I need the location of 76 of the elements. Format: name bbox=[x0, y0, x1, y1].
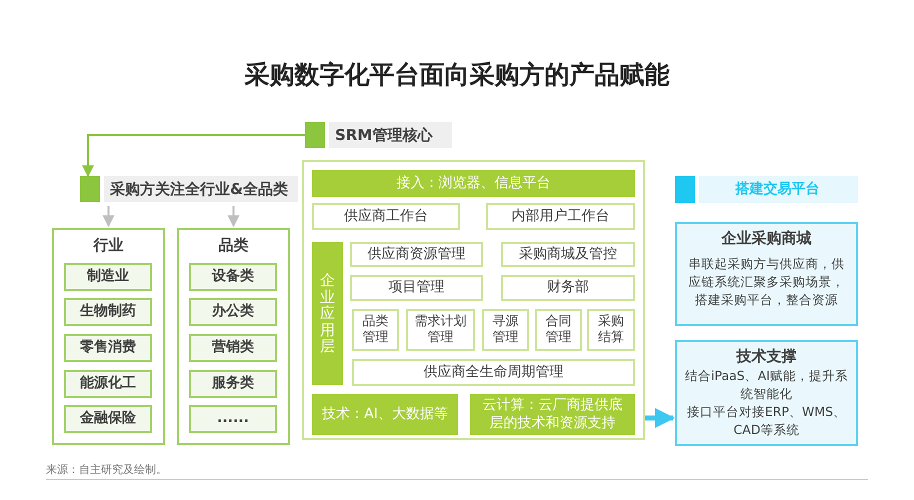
panel-heading: 行业 bbox=[94, 236, 124, 255]
arrow bbox=[645, 408, 675, 428]
box-label: 采购商城及管控 bbox=[519, 246, 617, 264]
box-label: 技术：AI、大数据等 bbox=[322, 406, 448, 424]
box-label: 营销类 bbox=[212, 339, 254, 357]
category-panel bbox=[52, 228, 165, 445]
source-note: 来源：自主研究及绘制。 bbox=[46, 462, 167, 477]
arrow bbox=[102, 206, 114, 228]
category-item-box bbox=[189, 370, 277, 398]
box-label: 项目管理 bbox=[388, 279, 444, 297]
module-box bbox=[350, 275, 483, 301]
layer-bar bbox=[312, 170, 635, 197]
arrow bbox=[82, 134, 305, 178]
box-label: 寻源管理 bbox=[492, 314, 520, 346]
category-item-box bbox=[64, 405, 152, 433]
platform-frame bbox=[302, 160, 645, 440]
card-heading: 技术支撑 bbox=[736, 347, 796, 366]
module-box bbox=[587, 309, 635, 351]
module-box bbox=[406, 309, 475, 351]
box-label: ...... bbox=[217, 410, 249, 428]
box-label: 设备类 bbox=[212, 268, 254, 286]
box-label: 零售消费 bbox=[80, 339, 136, 357]
box-label: 搭建交易平台 bbox=[736, 180, 820, 198]
box-label: 内部用户工作台 bbox=[512, 208, 610, 226]
category-item-box bbox=[189, 298, 277, 326]
box-label: 制造业 bbox=[87, 268, 129, 286]
box-label: 接入：浏览器、信息平台 bbox=[396, 174, 550, 192]
module-box bbox=[312, 203, 460, 230]
card-text: 结合iPaaS、AI赋能，提升系统智能化 bbox=[684, 366, 849, 403]
box-label: 企业应用层 bbox=[320, 272, 335, 355]
section-banner bbox=[305, 122, 452, 148]
card-text: 接口平台对接ERP、WMS、CAD等系统 bbox=[686, 403, 848, 440]
box-label: 供应商全生命周期管理 bbox=[424, 364, 564, 382]
module-box bbox=[350, 242, 483, 267]
box-label: 金融保险 bbox=[80, 410, 136, 428]
box-label: 供应商资源管理 bbox=[368, 246, 466, 264]
layer-bar bbox=[470, 394, 635, 435]
category-item-box bbox=[189, 263, 277, 291]
section-banner bbox=[80, 176, 298, 202]
box-label: 供应商工作台 bbox=[344, 208, 428, 226]
arrow bbox=[228, 206, 240, 228]
module-box bbox=[352, 359, 635, 386]
box-label: 办公类 bbox=[212, 303, 254, 321]
layer-bar bbox=[312, 394, 458, 435]
section-banner bbox=[675, 176, 858, 203]
box-label: 采购方关注全行业&全品类 bbox=[110, 180, 288, 198]
box-label: 采购结算 bbox=[597, 314, 625, 346]
module-box bbox=[482, 309, 529, 351]
layer-side-bar bbox=[312, 242, 343, 385]
module-box bbox=[352, 309, 399, 351]
category-item-box bbox=[64, 334, 152, 362]
module-box bbox=[535, 309, 582, 351]
category-item-box bbox=[64, 263, 152, 291]
info-card bbox=[675, 222, 858, 326]
box-label: SRM管理核心 bbox=[335, 126, 432, 144]
module-box bbox=[501, 242, 635, 267]
box-label: 服务类 bbox=[212, 375, 254, 393]
box-label: 财务部 bbox=[547, 279, 589, 297]
category-panel bbox=[177, 228, 290, 445]
category-item-box bbox=[64, 298, 152, 326]
info-card bbox=[675, 340, 858, 446]
box-label: 能源化工 bbox=[80, 375, 136, 393]
title: 采购数字化平台面向采购方的产品赋能 bbox=[244, 59, 670, 91]
category-item-box bbox=[189, 405, 277, 433]
module-box bbox=[486, 203, 635, 230]
box-label: 合同管理 bbox=[544, 314, 572, 346]
box-label: 品类管理 bbox=[362, 314, 390, 346]
category-item-box bbox=[64, 370, 152, 398]
card-text: 串联起采购方与供应商，供应链系统汇聚多采购场景，搭建采购平台，整合资源 bbox=[688, 254, 846, 309]
card-heading: 企业采购商城 bbox=[722, 229, 812, 248]
module-box bbox=[501, 275, 635, 301]
box-label: 云计算：云厂商提供底层的技术和资源支持 bbox=[482, 397, 624, 432]
box-label: 需求计划管理 bbox=[414, 314, 468, 346]
category-item-box bbox=[189, 334, 277, 362]
box-label: 生物制药 bbox=[80, 303, 136, 321]
panel-heading: 品类 bbox=[218, 236, 248, 255]
